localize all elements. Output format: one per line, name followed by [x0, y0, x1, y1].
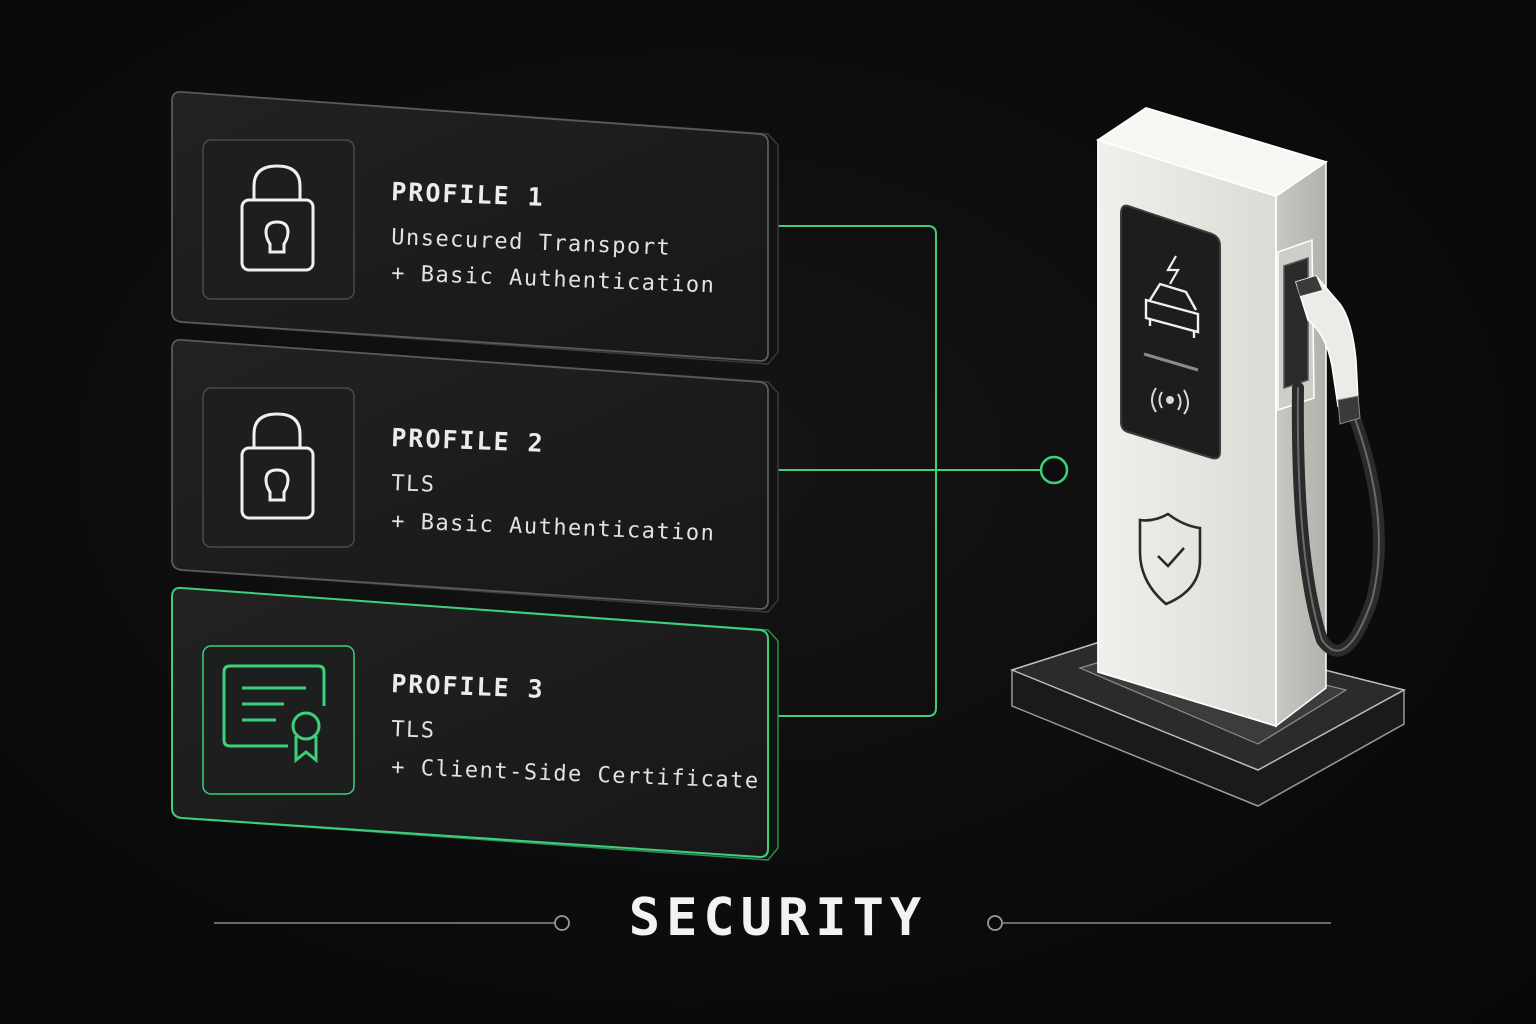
connector-lines [778, 225, 1040, 717]
profile-card-3: PROFILE 3 TLS + Client-Side Certificate [171, 586, 779, 861]
connector-node [1039, 455, 1069, 485]
lightning-icon [1166, 255, 1180, 285]
profile-2-icon-box [202, 387, 355, 548]
footer-decoration-right [987, 915, 1331, 931]
profile-1-icon-box [202, 139, 355, 300]
profile-card-1: PROFILE 1 Unsecured Transport + Basic Au… [171, 91, 779, 365]
car-icon [1144, 282, 1200, 338]
charging-plug [1295, 275, 1361, 425]
profile-1-title: PROFILE 1 [391, 177, 545, 212]
lock-icon [240, 412, 315, 520]
footer-decoration-left [214, 915, 570, 931]
profile-3-line1: TLS [391, 717, 436, 744]
profile-2-title: PROFILE 2 [391, 423, 545, 458]
profile-card-2: PROFILE 2 TLS + Basic Authentication [171, 339, 779, 613]
profile-3-title: PROFILE 3 [391, 669, 545, 704]
screen-divider [1143, 352, 1199, 372]
lock-icon [240, 164, 315, 272]
shield-check-icon [1138, 512, 1202, 606]
footer-title: SECURITY [628, 888, 928, 948]
profile-2-line1: TLS [391, 471, 436, 498]
certificate-icon [222, 664, 326, 764]
rfid-wireless-icon [1151, 387, 1189, 415]
ev-charger-illustration [1009, 107, 1407, 807]
